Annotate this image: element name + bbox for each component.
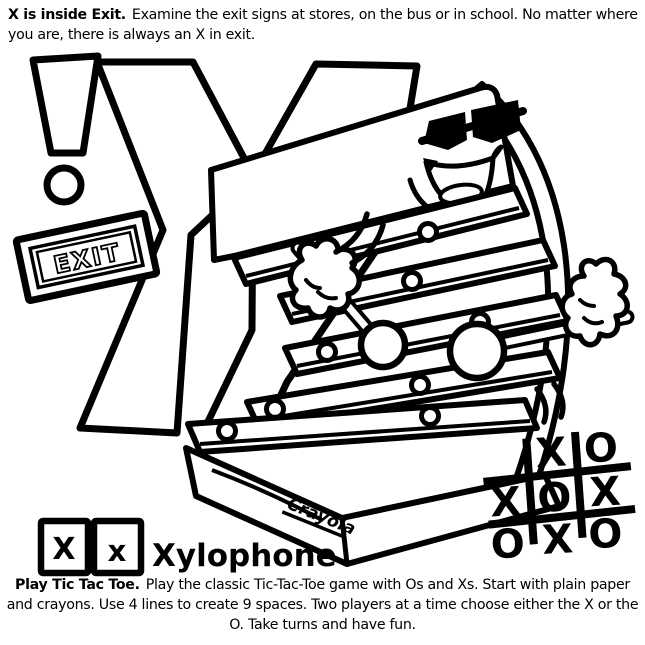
left-mallet	[287, 236, 409, 371]
top-instruction: X is inside Exit.Examine the exit signs …	[8, 5, 640, 45]
tic-tac-toe-cells: X O X O X O X O	[489, 425, 624, 569]
tic-tac-toe: X O X O X O X O	[483, 425, 636, 569]
ttt-cell: O	[583, 425, 619, 473]
ttt-cell: O	[490, 521, 526, 569]
tic-tac-toe-grid	[483, 431, 636, 545]
motion-lines	[333, 211, 566, 425]
sunglasses-icon	[418, 100, 527, 150]
lowercase-letter: x	[108, 534, 127, 568]
ttt-cell: O	[536, 474, 572, 522]
bottom-instruction-lead: Play Tic Tac Toe.	[15, 577, 140, 593]
word-label: Xylophone	[152, 538, 337, 574]
bar-5	[185, 397, 540, 455]
top-instruction-lead: X is inside Exit.	[8, 7, 126, 23]
nose	[423, 158, 438, 174]
left-glove	[287, 236, 362, 320]
bottom-instruction-body: Play the classic Tic-Tac-Toe game with O…	[6, 577, 639, 633]
ttt-cell: X	[489, 479, 522, 527]
xylophone-character: Crayola	[183, 81, 635, 567]
ttt-cell: X	[534, 429, 567, 477]
ttt-cell: X	[589, 469, 622, 517]
exit-sign-icon: EXIT	[12, 209, 161, 304]
ttt-cell: O	[587, 511, 623, 559]
uppercase-box	[37, 517, 92, 577]
lowercase-box	[90, 517, 145, 577]
ttt-cell: X	[541, 516, 574, 564]
top-instruction-body: Examine the exit signs at stores, on the…	[8, 7, 638, 43]
exclamation-icon	[29, 52, 102, 206]
mallet-ball	[446, 320, 508, 382]
bottom-instruction: Play Tic Tac Toe.Play the classic Tic-Ta…	[0, 575, 645, 635]
right-glove	[559, 256, 630, 348]
xylophone-base: Crayola	[183, 445, 562, 567]
uppercase-letter: X	[52, 532, 75, 567]
mallet-ball	[357, 319, 409, 371]
right-mallet	[446, 256, 635, 382]
letter-boxes: X x Xylophone	[37, 517, 337, 577]
